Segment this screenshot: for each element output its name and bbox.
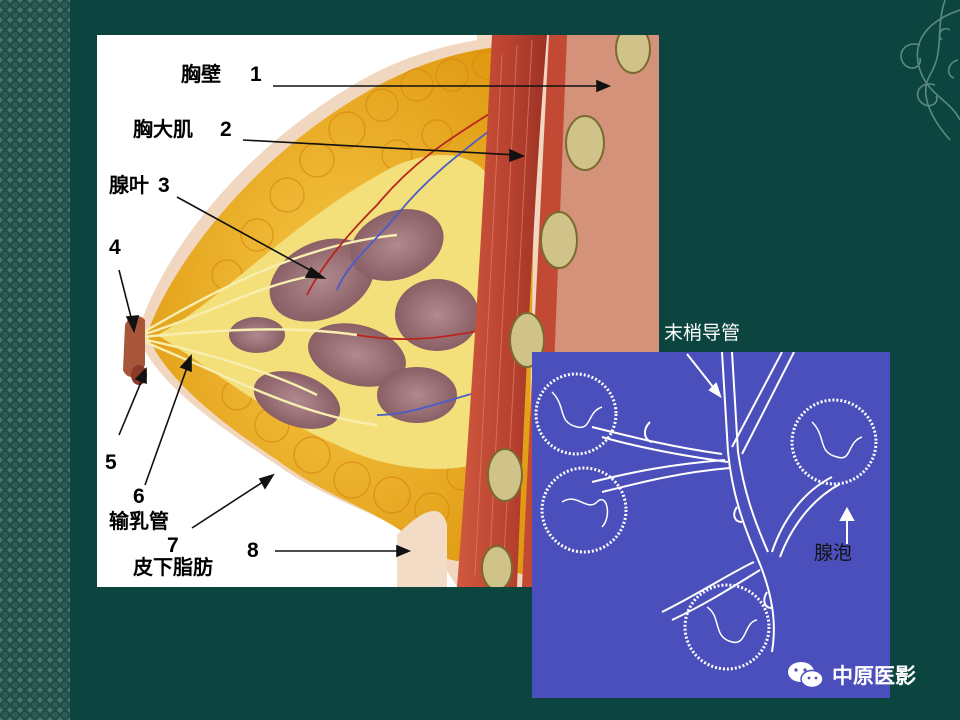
chest-wall-label: 胸壁	[181, 62, 221, 86]
lactiferous-duct-label: 输乳管	[109, 509, 169, 533]
watermark: 中原医影	[786, 660, 916, 690]
watermark-text: 中原医影	[832, 664, 916, 688]
number-label-4: 4	[109, 236, 121, 259]
duct-acinus-drawing	[534, 352, 878, 671]
decorative-pattern-strip	[0, 0, 70, 720]
terminal-duct-label: 末梢导管	[664, 322, 741, 344]
number-label-2: 2	[220, 118, 232, 141]
lobule-label: 腺叶	[109, 173, 149, 197]
breast-anatomy-illustration: 胸壁 1 胸大肌 2 腺叶 3 4 5 6 输乳管 7 皮下脂肪 8	[97, 35, 659, 587]
number-label-1: 1	[250, 63, 262, 86]
corner-ornament-icon	[900, 0, 960, 141]
number-label-7: 7	[167, 534, 179, 557]
number-label-3: 3	[158, 174, 170, 197]
pectoralis-major-label: 胸大肌	[133, 117, 193, 141]
number-label-5: 5	[105, 451, 117, 474]
subcutaneous-fat-label: 皮下脂肪	[133, 555, 213, 579]
number-label-8: 8	[247, 539, 259, 562]
microscopic-duct-diagram: 腺泡	[532, 352, 890, 698]
wechat-icon	[788, 662, 824, 689]
number-label-6: 6	[133, 485, 145, 508]
acinus-label: 腺泡	[814, 542, 853, 564]
